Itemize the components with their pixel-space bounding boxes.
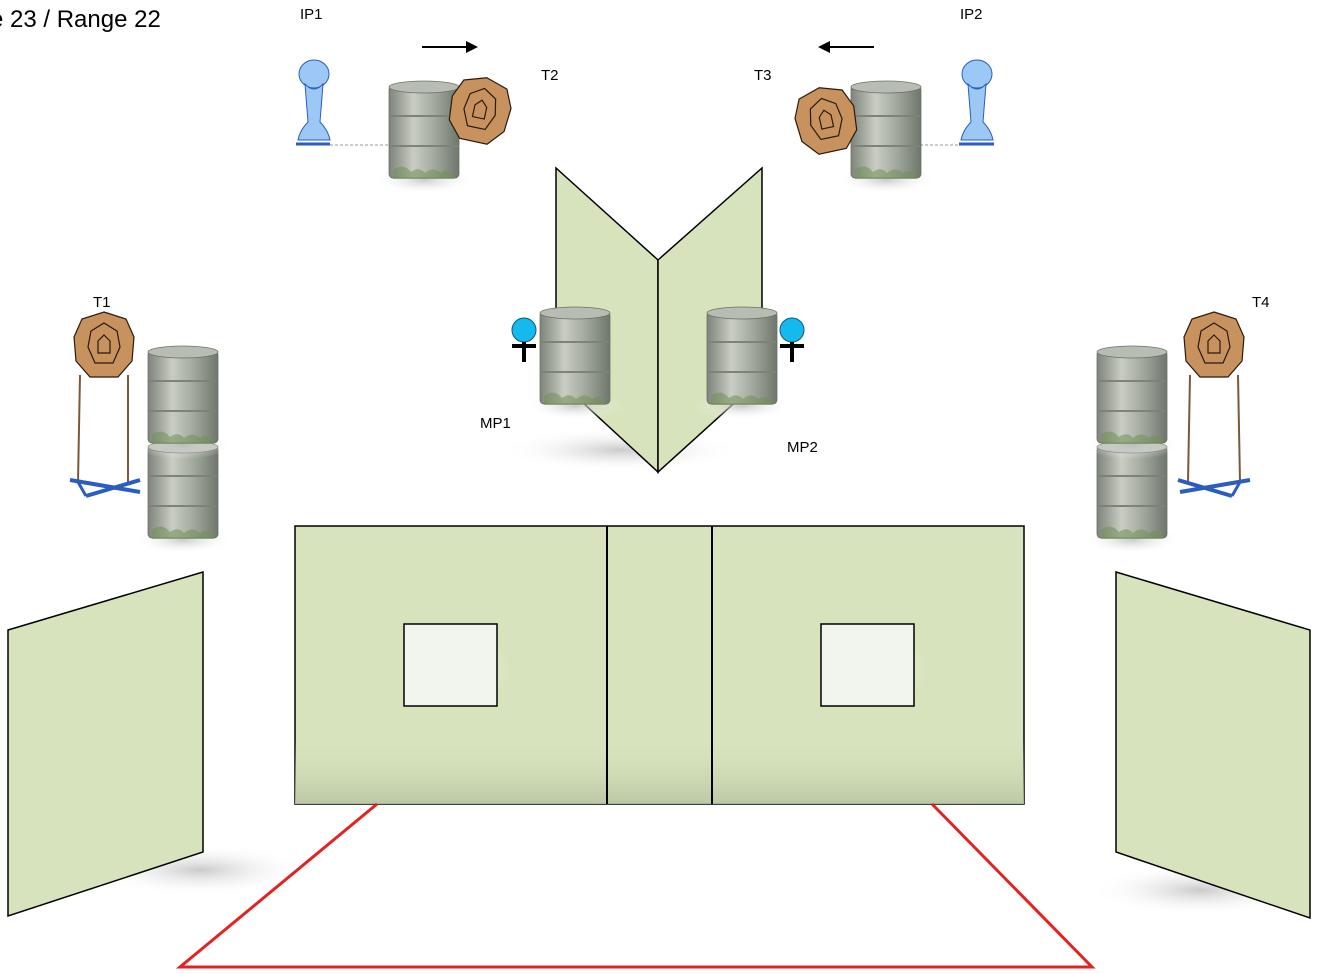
window-left (403, 623, 510, 708)
label-ip1: IP1 (300, 6, 323, 23)
label-ip2: IP2 (960, 6, 983, 23)
barrel-mp2 (691, 306, 793, 421)
label-t4: T4 (1252, 294, 1270, 311)
steel-target-t4 (1177, 311, 1251, 498)
label-mp2: MP2 (787, 439, 818, 456)
barrel-mp1 (524, 306, 626, 421)
barrel-stack-left (132, 345, 234, 555)
label-t2: T2 (541, 67, 559, 84)
stage-title: e 23 / Range 22 (0, 6, 161, 33)
side-wall-right (1090, 570, 1311, 920)
mini-popper-mp2 (779, 317, 805, 363)
popper-ip1 (296, 59, 430, 146)
popper-ip2 (905, 59, 994, 146)
label-t1: T1 (93, 294, 111, 311)
barrel-stack-right (1081, 345, 1183, 555)
arrow-left-icon (818, 41, 874, 53)
side-wall-left (7, 570, 310, 918)
mini-popper-mp1 (511, 317, 537, 363)
arrow-right-icon (422, 41, 478, 53)
label-mp1: MP1 (480, 415, 511, 432)
label-t3: T3 (754, 67, 772, 84)
steel-target-t1 (69, 311, 141, 498)
window-right (820, 623, 928, 708)
fault-line (175, 802, 1096, 969)
